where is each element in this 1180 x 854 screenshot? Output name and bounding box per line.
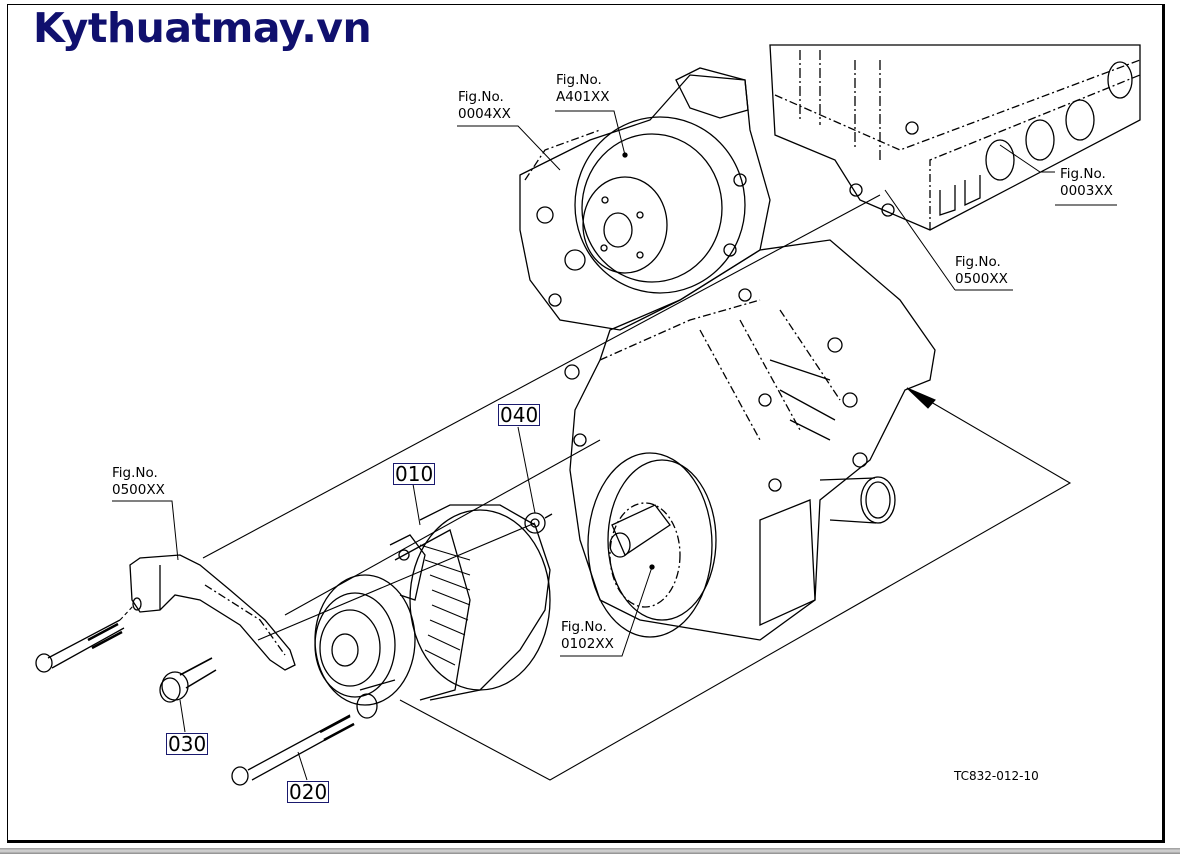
figure-ref-0003xx[interactable]: Fig.No. 0003XX [1060, 166, 1113, 200]
site-brand-logo[interactable]: Kythuatmay.vn [33, 4, 372, 52]
figure-ref-prefix: Fig.No. [955, 254, 1001, 270]
figure-ref-a401xx[interactable]: Fig.No. A401XX [556, 72, 610, 106]
drawing-frame [7, 4, 1165, 843]
bracket-drawing [129, 554, 296, 671]
drawing-code: TC832-012-10 [954, 769, 1039, 783]
figure-ref-0500xx-top[interactable]: Fig.No. 0500XX [955, 254, 1008, 288]
figure-ref-number: 0500XX [955, 271, 1008, 287]
figure-ref-0004xx[interactable]: Fig.No. 0004XX [458, 89, 511, 123]
alternator-drawing [314, 504, 551, 719]
figure-ref-number: A401XX [556, 89, 610, 105]
figure-ref-number: 0500XX [112, 482, 165, 498]
figure-ref-prefix: Fig.No. [458, 89, 504, 105]
leader-lines [112, 110, 1117, 781]
figure-ref-prefix: Fig.No. [112, 465, 158, 481]
nut-drawing [524, 512, 553, 534]
figure-ref-number: 0003XX [1060, 183, 1113, 199]
figure-ref-0500xx-left[interactable]: Fig.No. 0500XX [112, 465, 165, 499]
figure-ref-prefix: Fig.No. [556, 72, 602, 88]
assembly-lines [119, 194, 1072, 781]
part-ref-030[interactable]: 030 [166, 732, 209, 756]
figure-ref-0102xx[interactable]: Fig.No. 0102XX [561, 619, 614, 653]
part-ref-020[interactable]: 020 [287, 780, 330, 804]
cylinder-head-drawing [769, 44, 1141, 231]
figure-ref-prefix: Fig.No. [561, 619, 607, 635]
part-ref-040[interactable]: 040 [498, 403, 541, 427]
part-ref-010[interactable]: 010 [393, 462, 436, 486]
figure-ref-number: 0004XX [458, 106, 511, 122]
bolt-drawings [35, 619, 355, 786]
figure-ref-number: 0102XX [561, 636, 614, 652]
figure-ref-prefix: Fig.No. [1060, 166, 1106, 182]
gear-case-drawing [519, 67, 771, 331]
engine-block-drawing [564, 239, 936, 641]
window-bottom-edge [0, 848, 1180, 854]
